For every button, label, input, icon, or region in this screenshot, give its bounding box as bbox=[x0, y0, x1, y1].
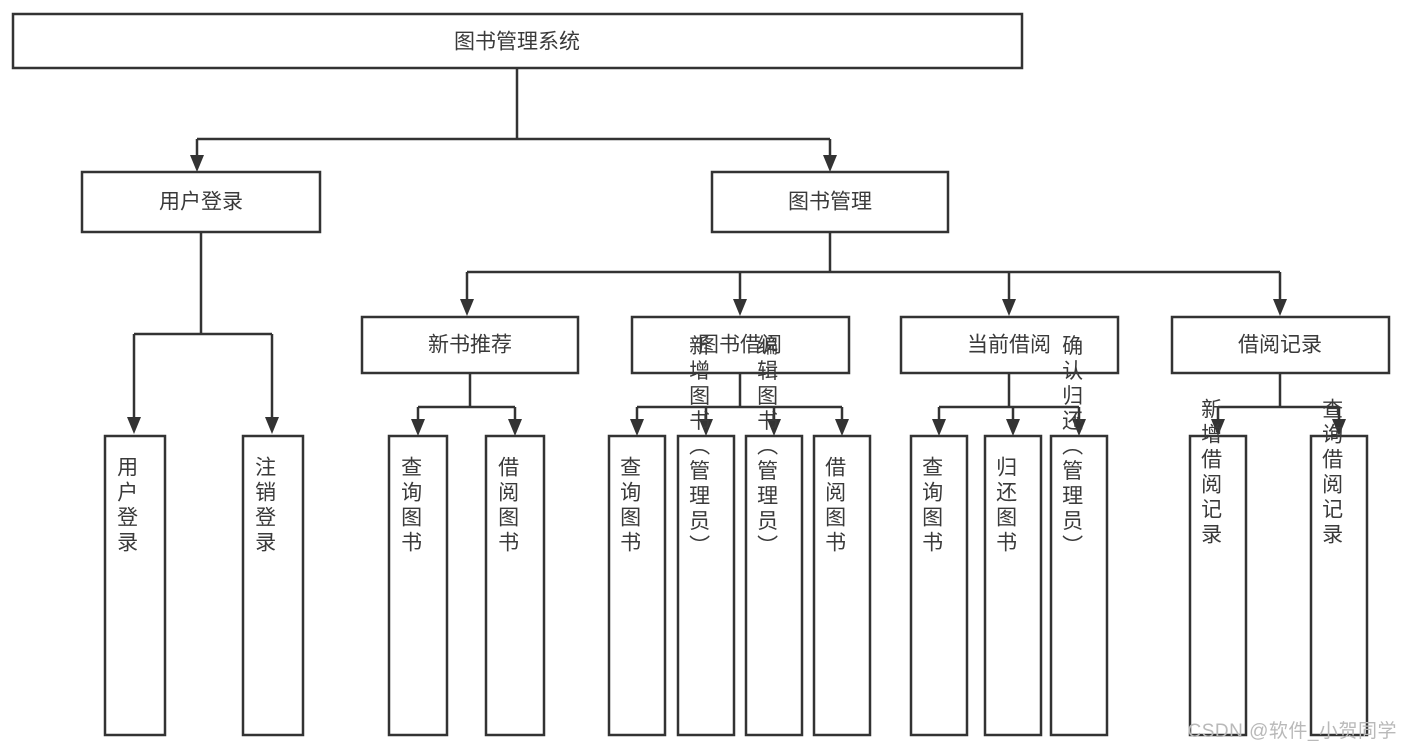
node-current-borrow[interactable]: 当前借阅 bbox=[899, 315, 1120, 375]
leaf-add-book-box bbox=[676, 434, 736, 737]
leaf-query-book-1[interactable]: 查询图书 bbox=[387, 434, 449, 737]
arrow-to-leaf-return-book bbox=[1006, 419, 1020, 436]
arrow-to-leaf-user-login bbox=[127, 417, 141, 434]
arrow-to-leaf-confirm-return bbox=[1072, 419, 1086, 436]
leaf-borrow-book-2-label: 借阅图书 bbox=[823, 456, 847, 556]
node-book-borrow[interactable]: 图书借阅 bbox=[630, 315, 851, 375]
node-root-box bbox=[11, 12, 1024, 70]
arrow-to-leaf-logout bbox=[265, 417, 279, 434]
leaf-add-book[interactable]: 新增图书（管理员） bbox=[676, 335, 736, 737]
leaf-query-record[interactable]: 查询借阅记录 bbox=[1309, 398, 1369, 737]
leaf-edit-book-label: 编辑图书（管理员） bbox=[755, 335, 779, 560]
node-borrow-record[interactable]: 借阅记录 bbox=[1170, 315, 1391, 375]
node-user-login-label: 用户登录 bbox=[159, 191, 243, 214]
leaf-borrow-book-2[interactable]: 借阅图书 bbox=[812, 434, 872, 737]
arrow-to-leaf-add-book bbox=[699, 419, 713, 436]
leaf-edit-book-box bbox=[744, 434, 804, 737]
leaf-add-record-label: 新增借阅记录 bbox=[1199, 398, 1223, 548]
node-current-borrow-label: 当前借阅 bbox=[967, 334, 1051, 357]
arrow-to-new-book-recommend bbox=[460, 299, 474, 316]
node-book-manage-label: 图书管理 bbox=[788, 191, 872, 214]
leaf-user-login-box bbox=[103, 434, 167, 737]
node-book-manage-box bbox=[710, 170, 950, 234]
node-new-book-recommend-box bbox=[360, 315, 580, 375]
leaf-logout-label: 注销登录 bbox=[253, 456, 277, 556]
arrow-to-leaf-borrow-book-1 bbox=[508, 419, 522, 436]
leaf-user-login-label: 用户登录 bbox=[115, 456, 139, 556]
node-user-login[interactable]: 用户登录 bbox=[80, 170, 322, 234]
leaf-return-book[interactable]: 归还图书 bbox=[983, 434, 1043, 737]
arrow-to-leaf-query-book-2 bbox=[630, 419, 644, 436]
leaf-return-book-label: 归还图书 bbox=[994, 456, 1018, 556]
arrow-root-to-user-login bbox=[190, 155, 204, 172]
leaf-borrow-book-1-label: 借阅图书 bbox=[496, 456, 520, 556]
leaf-borrow-book-1-box bbox=[484, 434, 546, 737]
arrow-to-borrow-record bbox=[1273, 299, 1287, 316]
leaf-edit-book[interactable]: 编辑图书（管理员） bbox=[744, 335, 804, 737]
arrow-to-leaf-add-record bbox=[1211, 419, 1225, 436]
leaf-borrow-book-1[interactable]: 借阅图书 bbox=[484, 434, 546, 737]
node-borrow-record-label: 借阅记录 bbox=[1238, 334, 1322, 357]
leaf-query-book-3-box bbox=[909, 434, 969, 737]
leaf-query-book-2-label: 查询图书 bbox=[618, 456, 642, 556]
leaf-user-login[interactable]: 用户登录 bbox=[103, 434, 167, 737]
leaf-query-book-1-box bbox=[387, 434, 449, 737]
arrow-root-to-book-manage bbox=[823, 155, 837, 172]
leaf-add-record[interactable]: 新增借阅记录 bbox=[1188, 398, 1248, 737]
leaf-query-book-3[interactable]: 查询图书 bbox=[909, 434, 969, 737]
leaf-confirm-return-label: 确认归还（管理员） bbox=[1060, 335, 1084, 560]
leaf-query-book-1-label: 查询图书 bbox=[399, 456, 423, 556]
node-current-borrow-box bbox=[899, 315, 1120, 375]
arrow-to-leaf-query-book-3 bbox=[932, 419, 946, 436]
node-root[interactable]: 图书管理系统 bbox=[11, 12, 1024, 70]
connector-layer bbox=[127, 68, 1346, 436]
leaf-borrow-book-2-box bbox=[812, 434, 872, 737]
leaf-confirm-return-box bbox=[1049, 434, 1109, 737]
node-book-borrow-label: 图书借阅 bbox=[698, 334, 782, 357]
arrow-to-leaf-query-book-1 bbox=[411, 419, 425, 436]
leaf-logout-box bbox=[241, 434, 305, 737]
leaf-query-book-2[interactable]: 查询图书 bbox=[607, 434, 667, 737]
arrow-to-leaf-edit-book bbox=[767, 419, 781, 436]
leaf-query-book-2-box bbox=[607, 434, 667, 737]
leaf-add-book-label: 新增图书（管理员） bbox=[687, 335, 711, 560]
node-new-book-recommend-label: 新书推荐 bbox=[428, 334, 512, 357]
arrow-to-current-borrow bbox=[1002, 299, 1016, 316]
leaf-query-book-3-label: 查询图书 bbox=[920, 456, 944, 556]
arrow-to-leaf-query-record bbox=[1332, 419, 1346, 436]
leaf-return-book-box bbox=[983, 434, 1043, 737]
arrow-to-book-borrow bbox=[733, 299, 747, 316]
arrow-to-leaf-borrow-book-2 bbox=[835, 419, 849, 436]
node-user-login-box bbox=[80, 170, 322, 234]
node-book-manage[interactable]: 图书管理 bbox=[710, 170, 950, 234]
leaf-confirm-return[interactable]: 确认归还（管理员） bbox=[1049, 335, 1109, 737]
node-borrow-record-box bbox=[1170, 315, 1391, 375]
leaf-query-record-box bbox=[1309, 434, 1369, 737]
leaf-add-record-box bbox=[1188, 434, 1248, 737]
node-book-borrow-box bbox=[630, 315, 851, 375]
leaf-query-record-label: 查询借阅记录 bbox=[1320, 398, 1344, 548]
leaf-logout[interactable]: 注销登录 bbox=[241, 434, 305, 737]
node-new-book-recommend[interactable]: 新书推荐 bbox=[360, 315, 580, 375]
node-root-label: 图书管理系统 bbox=[454, 31, 580, 54]
